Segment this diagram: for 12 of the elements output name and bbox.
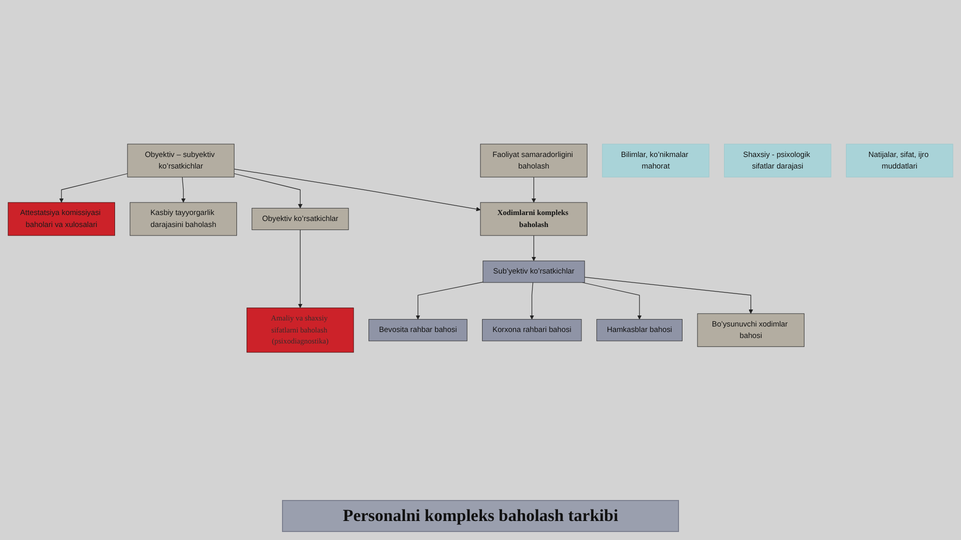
arrow bbox=[532, 176, 536, 202]
arrow bbox=[530, 282, 534, 320]
arrow bbox=[181, 176, 186, 202]
arrow bbox=[234, 173, 302, 208]
arrow bbox=[298, 229, 302, 308]
caption-text: Personalni kompleks baholash tarkibi bbox=[282, 500, 680, 532]
arrow bbox=[234, 168, 481, 212]
arrow bbox=[584, 276, 754, 314]
arrow bbox=[59, 173, 128, 202]
arrow bbox=[416, 282, 484, 320]
arrow bbox=[582, 282, 642, 320]
arrow bbox=[532, 234, 536, 261]
